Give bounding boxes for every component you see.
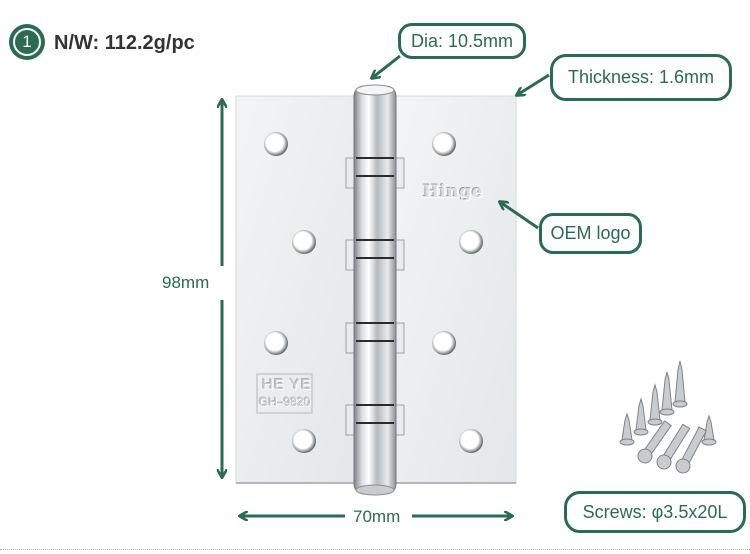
screws-illustration [619,360,717,474]
diameter-pointer-arrow [372,54,401,78]
height-dimension-label: 98mm [158,273,214,293]
thickness-pointer-arrow [517,73,550,95]
leaf-stamp-model: GH–9820 [259,395,311,409]
leaf-stamp-brand: HE YE [262,376,312,393]
hinge-barrel [353,84,397,496]
oem-logo-pointer-arrow [500,202,539,230]
diameter-callout: Dia: 10.5mm [398,23,526,59]
oem-logo-callout: OEM logo [539,213,642,254]
stamp-frame [256,373,313,414]
step-number-badge: 1 [9,24,45,60]
screw-holes [264,132,483,453]
net-weight-label: N/W: 112.2g/pc [54,32,195,54]
thickness-callout: Thickness: 1.6mm [550,54,732,101]
right-leaf [395,95,517,484]
oem-logo-engraving: Hinge [423,182,484,202]
left-leaf [235,95,357,484]
screws-callout: Screws: φ3.5x20L [564,491,746,533]
step-number: 1 [13,28,41,56]
width-dimension-label: 70mm [349,507,405,527]
dotted-divider [0,549,750,550]
